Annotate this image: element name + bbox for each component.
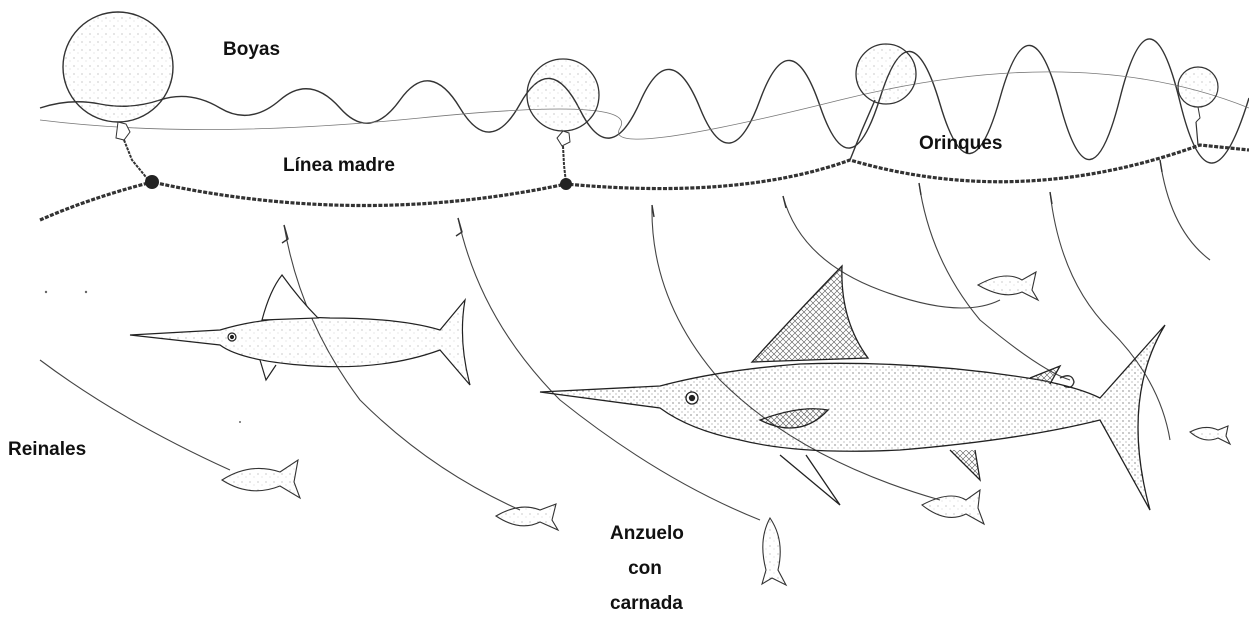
buoy: [1178, 67, 1218, 122]
label-baited-hook: Anzuelo con carnada: [610, 516, 680, 621]
label-baited-hook-line1: Anzuelo: [610, 516, 680, 551]
buoy: [527, 59, 599, 146]
label-baited-hook-line3: carnada: [610, 586, 680, 621]
floatline: [124, 140, 150, 182]
mainline: [40, 145, 1249, 220]
label-mainline: Línea madre: [283, 156, 395, 175]
marlin-large: [540, 266, 1165, 510]
label-floatlines: Orinques: [919, 134, 1002, 153]
buoy: [63, 12, 173, 140]
buoy: [856, 44, 916, 104]
marlin-small: [130, 275, 470, 385]
sea-surface: [40, 39, 1249, 163]
floatline: [1196, 122, 1198, 145]
label-buoys: Boyas: [223, 40, 280, 59]
label-baited-hook-line2: con: [610, 551, 680, 586]
floatline: [563, 146, 566, 183]
floatline: [850, 100, 875, 160]
label-branchlines: Reinales: [8, 440, 86, 459]
